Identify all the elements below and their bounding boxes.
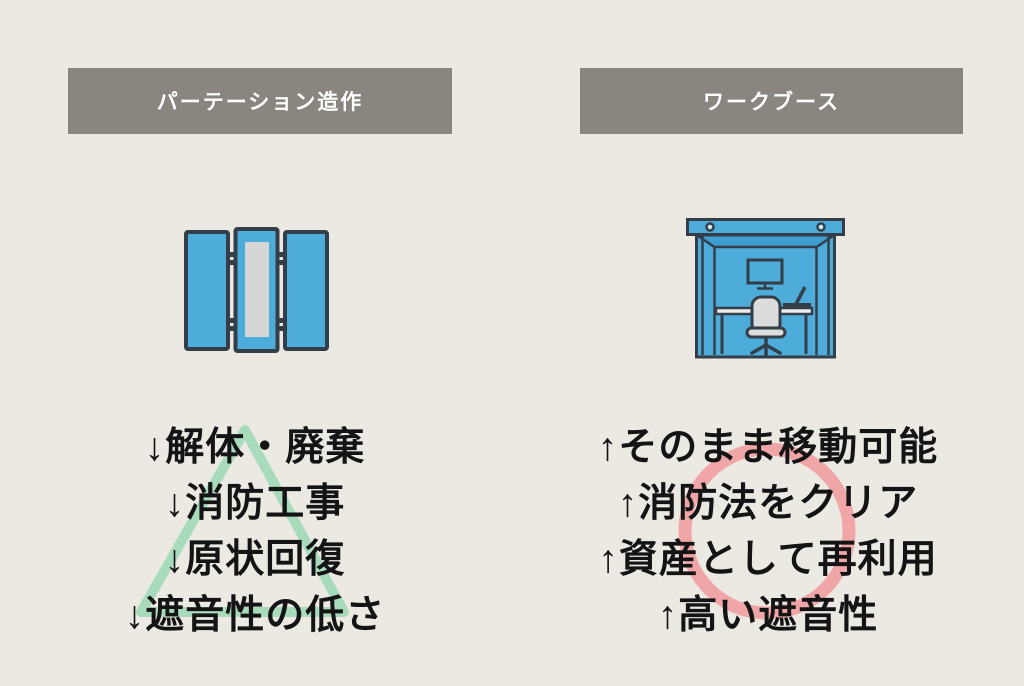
booth-ceiling [699, 236, 832, 247]
list-item: ↑高い遮音性 [657, 594, 879, 637]
booth-top-bar [686, 218, 845, 236]
bolt-icon [705, 222, 715, 232]
partition-drawbacks-list: ↓解体・廃棄 ↓消防工事 ↓原状回復 ↓遮音性の低さ [30, 420, 480, 644]
booth-frame-lines [697, 234, 834, 355]
list-item: ↑消防法をクリア [617, 482, 919, 525]
partition-window [245, 242, 269, 337]
workbooth-benefits-list: ↑そのまま移動可能 ↑消防法をクリア ↑資産として再利用 ↑高い遮音性 [543, 420, 993, 644]
bolt-icon [816, 222, 826, 232]
list-item: ↓原状回復 [164, 538, 346, 581]
partition-panel-left [184, 230, 230, 351]
header-partition: パーテーション造作 [68, 68, 452, 134]
circle-marker-icon [678, 442, 856, 620]
hinge-icon [226, 252, 287, 331]
list-item: ↑そのまま移動可能 [597, 426, 939, 469]
list-item: ↓消防工事 [164, 482, 346, 525]
list-item: ↓遮音性の低さ [124, 594, 386, 637]
laptop-icon [783, 286, 811, 308]
office-chair-icon [745, 295, 787, 357]
partition-panel-right [283, 230, 329, 351]
list-item: ↑資産として再利用 [598, 538, 938, 581]
partition-icon [184, 227, 329, 353]
monitor-icon [746, 258, 784, 290]
header-workbooth: ワークブース [580, 68, 963, 134]
triangle-marker-icon [136, 425, 349, 617]
workbooth-icon [686, 218, 845, 359]
list-item: ↓解体・廃棄 [144, 426, 366, 469]
